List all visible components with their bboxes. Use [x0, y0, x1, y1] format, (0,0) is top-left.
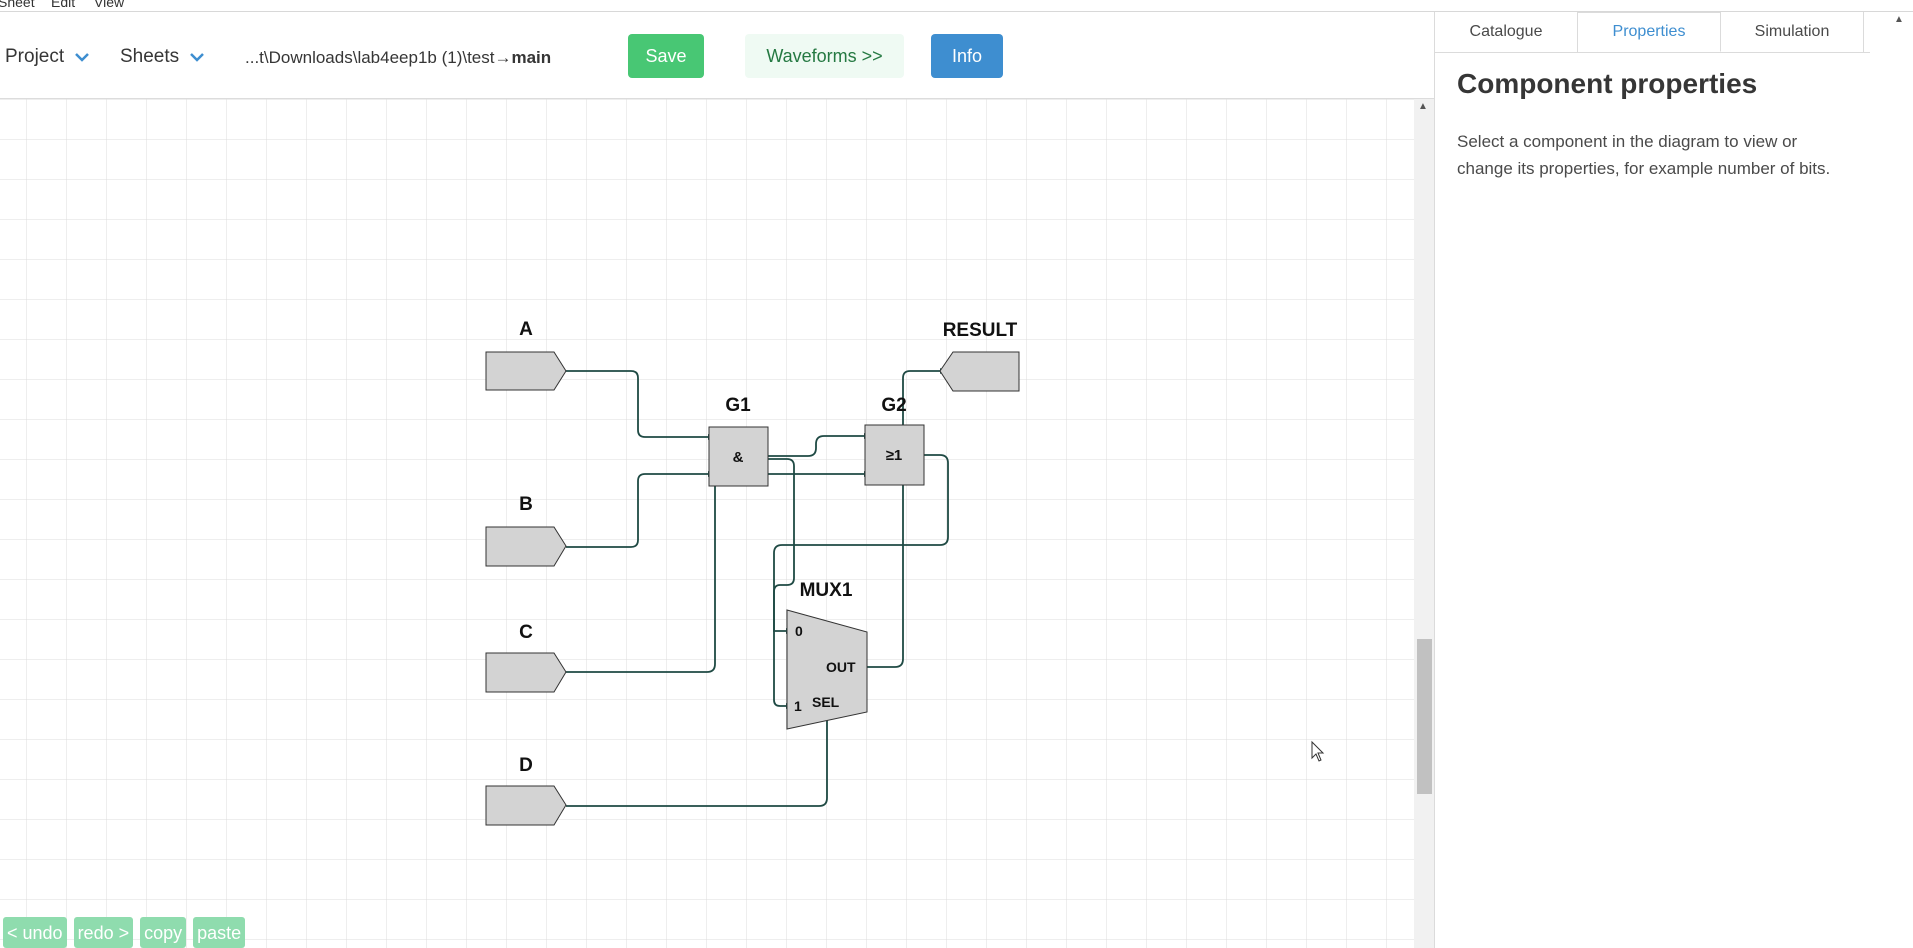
chevron-down-icon — [190, 53, 205, 62]
gate-symbol-or: ≥1 — [886, 447, 903, 464]
waveforms-button[interactable]: Waveforms >> — [745, 34, 904, 78]
mux-in0-label: 0 — [795, 623, 803, 639]
gate-g1[interactable] — [708, 426, 769, 487]
project-dropdown[interactable]: Project — [5, 46, 90, 68]
mux-in1-label: 1 — [794, 698, 802, 714]
input-port-d[interactable] — [485, 785, 567, 826]
paste-button[interactable]: paste — [193, 917, 246, 948]
sheets-dropdown[interactable]: Sheets — [120, 46, 205, 68]
sheets-label: Sheets — [120, 46, 180, 67]
schematic-diagram[interactable]: A B C D RESULT G1 G2 & ≥1 MUX1 0 1 OUT S… — [0, 99, 1414, 948]
copy-button[interactable]: copy — [140, 917, 187, 948]
edit-buttons: < undo redo > copy paste — [3, 917, 246, 948]
wire-g2-mux1[interactable] — [773, 454, 949, 707]
scroll-up-arrow-icon[interactable]: ▲ — [1418, 101, 1428, 112]
tab-catalogue[interactable]: Catalogue — [1435, 12, 1578, 52]
input-label-c: C — [519, 622, 533, 643]
menu-view[interactable]: View — [94, 0, 125, 10]
project-label: Project — [5, 46, 65, 67]
panel-title: Component properties — [1457, 68, 1758, 99]
gate-label-g2: G2 — [881, 395, 906, 416]
right-panel: Catalogue Properties Simulation Componen… — [1434, 12, 1913, 948]
toolbar: Project Sheets ...t\Downloads\lab4eep1b … — [0, 12, 1434, 99]
input-label-a: A — [519, 319, 533, 340]
save-button[interactable]: Save — [628, 34, 704, 78]
output-label-result: RESULT — [943, 320, 1018, 341]
wire-b-g1[interactable] — [566, 473, 708, 548]
mouse-cursor-icon — [1311, 740, 1325, 762]
path-prefix: ...t\Downloads\lab4eep1b (1)\test — [245, 48, 495, 67]
wires — [566, 370, 949, 807]
canvas-scrollbar-thumb[interactable] — [1417, 639, 1432, 794]
input-label-b: B — [519, 494, 533, 515]
input-label-d: D — [519, 755, 533, 776]
mux-label: MUX1 — [800, 580, 853, 601]
panel-tabs: Catalogue Properties Simulation — [1435, 12, 1870, 53]
tab-simulation[interactable]: Simulation — [1721, 12, 1864, 52]
mux-mux1[interactable] — [786, 609, 868, 730]
mux-sel-label: SEL — [812, 694, 840, 710]
info-button[interactable]: Info — [931, 34, 1003, 78]
input-port-a[interactable] — [485, 351, 567, 391]
schematic-canvas[interactable]: A B C D RESULT G1 G2 & ≥1 MUX1 0 1 OUT S… — [0, 99, 1414, 948]
grid-background — [0, 99, 1414, 948]
menu-edit[interactable]: Edit — [51, 0, 76, 10]
wire-d-sel[interactable] — [566, 717, 828, 807]
file-path: ...t\Downloads\lab4eep1b (1)\test→main — [245, 48, 551, 68]
output-port-result[interactable] — [939, 351, 1020, 392]
wire-g1-g2[interactable] — [768, 435, 864, 457]
wire-mux-result[interactable] — [867, 370, 940, 668]
wire-a-g1[interactable] — [566, 370, 708, 438]
undo-button[interactable]: < undo — [3, 917, 67, 948]
chevron-down-icon — [75, 53, 90, 62]
panel-scroll-up-icon[interactable]: ▲ — [1894, 14, 1904, 25]
mux-out-label: OUT — [826, 659, 856, 675]
canvas-scrollbar[interactable]: ▲ — [1414, 99, 1434, 948]
tab-properties[interactable]: Properties — [1578, 12, 1721, 52]
panel-description: Select a component in the diagram to vie… — [1457, 132, 1831, 178]
gate-g2[interactable] — [864, 424, 925, 486]
gate-label-g1: G1 — [725, 395, 751, 416]
path-arrow: → — [494, 48, 512, 67]
panel-scrollbar[interactable]: ▲ — [1870, 12, 1913, 948]
input-port-b[interactable] — [485, 526, 567, 567]
menu-bar: Sheet Edit View — [0, 0, 1913, 12]
input-port-c[interactable] — [485, 652, 567, 693]
path-sheet-name: main — [511, 48, 552, 67]
gate-symbol-and: & — [733, 449, 744, 466]
menu-sheet[interactable]: Sheet — [0, 0, 35, 10]
redo-button[interactable]: redo > — [73, 917, 134, 948]
